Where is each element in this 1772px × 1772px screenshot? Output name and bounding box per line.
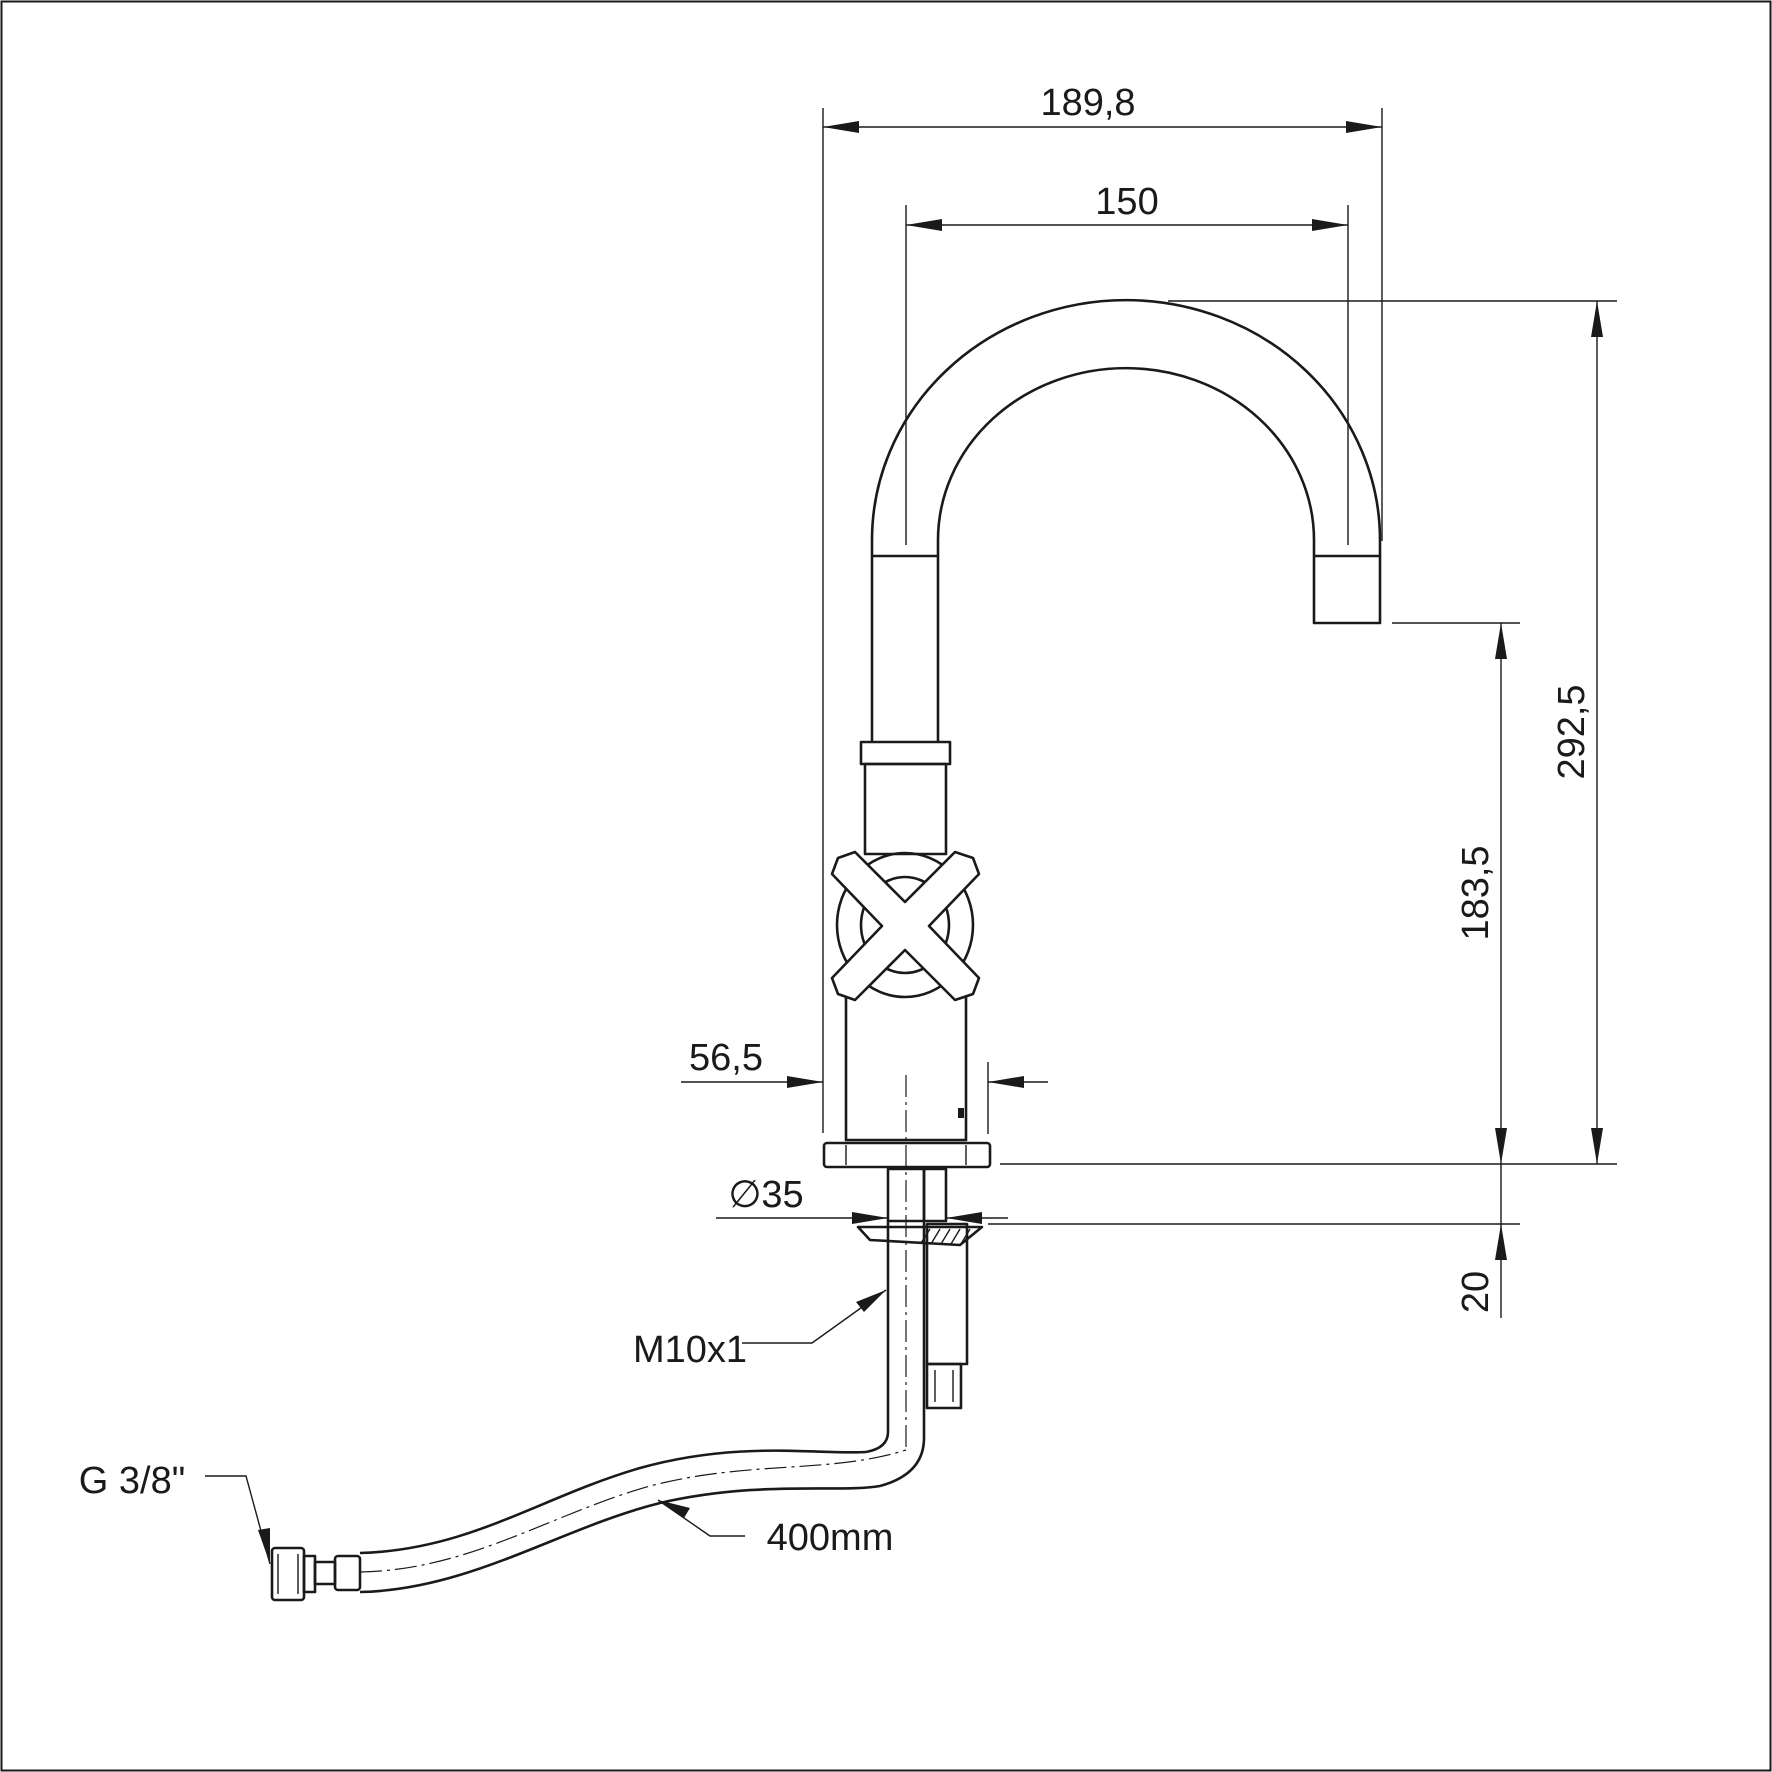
leader-hose-length — [657, 1499, 745, 1537]
mounting-nut — [856, 1225, 984, 1247]
handle-hub — [859, 875, 951, 975]
handle-rosette — [835, 851, 975, 999]
hose-neck — [313, 1560, 337, 1586]
label-mount-diameter: ∅35 — [728, 1174, 803, 1216]
base-plate — [822, 1141, 992, 1169]
label-mount-thickness: 20 — [1455, 1271, 1497, 1313]
label-hose-length: 400mm — [767, 1517, 894, 1559]
label-axis-reach: 150 — [1095, 181, 1158, 223]
leader-thread — [742, 1289, 887, 1344]
spout-outer-outline — [870, 298, 1382, 741]
label-outlet-height: 183,5 — [1455, 845, 1497, 940]
hose-union-nut — [270, 1546, 306, 1602]
hose — [270, 1449, 907, 1602]
body-upper — [863, 762, 948, 856]
faucet-body — [822, 298, 1382, 1488]
body-collar — [859, 740, 952, 766]
label-thread: M10x1 — [633, 1329, 747, 1371]
nut-hatch — [920, 1228, 971, 1245]
hose-top-edge — [359, 1449, 867, 1555]
hose-ferrule — [333, 1554, 362, 1592]
cross-handle — [830, 850, 981, 1002]
supply-pipe — [865, 1221, 890, 1454]
label-total-height: 292,5 — [1551, 684, 1593, 779]
label-overall-reach: 189,8 — [1040, 82, 1135, 124]
leader-hose-connection — [205, 1475, 271, 1565]
dimension-lines — [205, 108, 1617, 1565]
label-hose-connection: G 3/8" — [79, 1460, 185, 1502]
label-base-width: 56,5 — [689, 1037, 763, 1079]
hose-bottom-edge — [359, 1484, 881, 1594]
dimension-labels: 189,8 150 292,5 183,5 20 56,5 ∅35 M10x1 … — [79, 82, 1593, 1559]
